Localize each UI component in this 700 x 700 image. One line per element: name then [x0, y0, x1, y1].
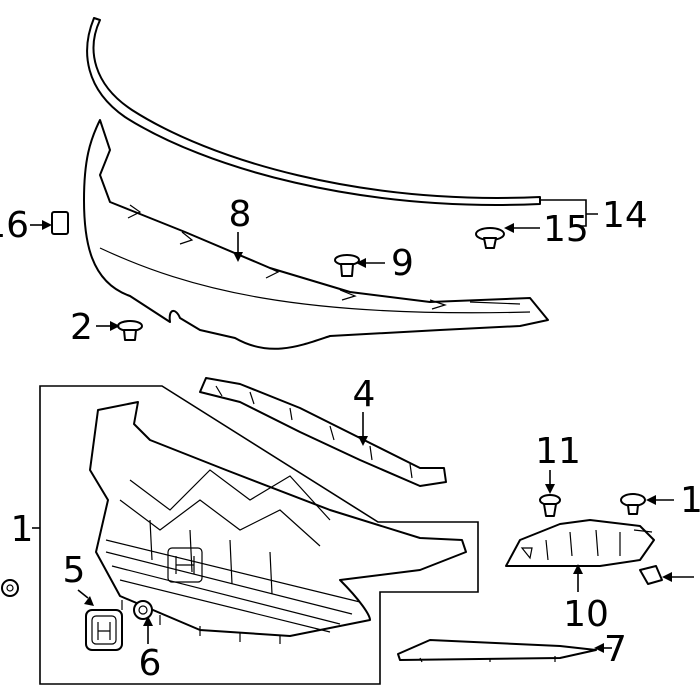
callout-5: 5	[63, 550, 86, 591]
callout-2: 2	[70, 307, 93, 348]
callout-15: 15	[543, 209, 589, 250]
part-15-clip	[475, 227, 505, 249]
callout-14: 14	[602, 195, 648, 236]
callout-16: 16	[0, 205, 29, 246]
callouts: 16 8 9 15 14 2 4 1 5 6 11 1 10 7	[0, 194, 700, 684]
part-11-clip	[539, 494, 561, 517]
part-2-clip	[117, 320, 143, 341]
part-16-clip	[51, 211, 69, 235]
part-1-grille-enclosure	[39, 385, 479, 685]
callout-11: 11	[535, 431, 581, 472]
callout-4: 4	[353, 374, 376, 415]
part-8-bumper-cover	[83, 119, 549, 350]
part-6-grommet	[133, 600, 153, 620]
callout-7: 7	[604, 629, 627, 670]
part-14-upper-molding	[86, 17, 541, 206]
callout-12: 1	[680, 480, 700, 521]
callout-10: 10	[563, 594, 609, 635]
part-4-bracket	[199, 377, 447, 487]
part-1-grille	[89, 401, 467, 644]
part-5-emblem	[85, 609, 123, 651]
part-7-lower-molding	[397, 639, 597, 663]
part-10-side-bracket	[505, 519, 655, 567]
part-13-clip	[639, 565, 663, 585]
part-12-clip	[620, 493, 646, 515]
callout-1: 1	[11, 509, 34, 550]
part-9-clip	[334, 254, 360, 277]
callout-6: 6	[139, 643, 162, 684]
part-3-nut	[1, 579, 19, 597]
leader-lines	[30, 199, 694, 653]
callout-8: 8	[229, 194, 252, 235]
callout-9: 9	[391, 243, 414, 284]
